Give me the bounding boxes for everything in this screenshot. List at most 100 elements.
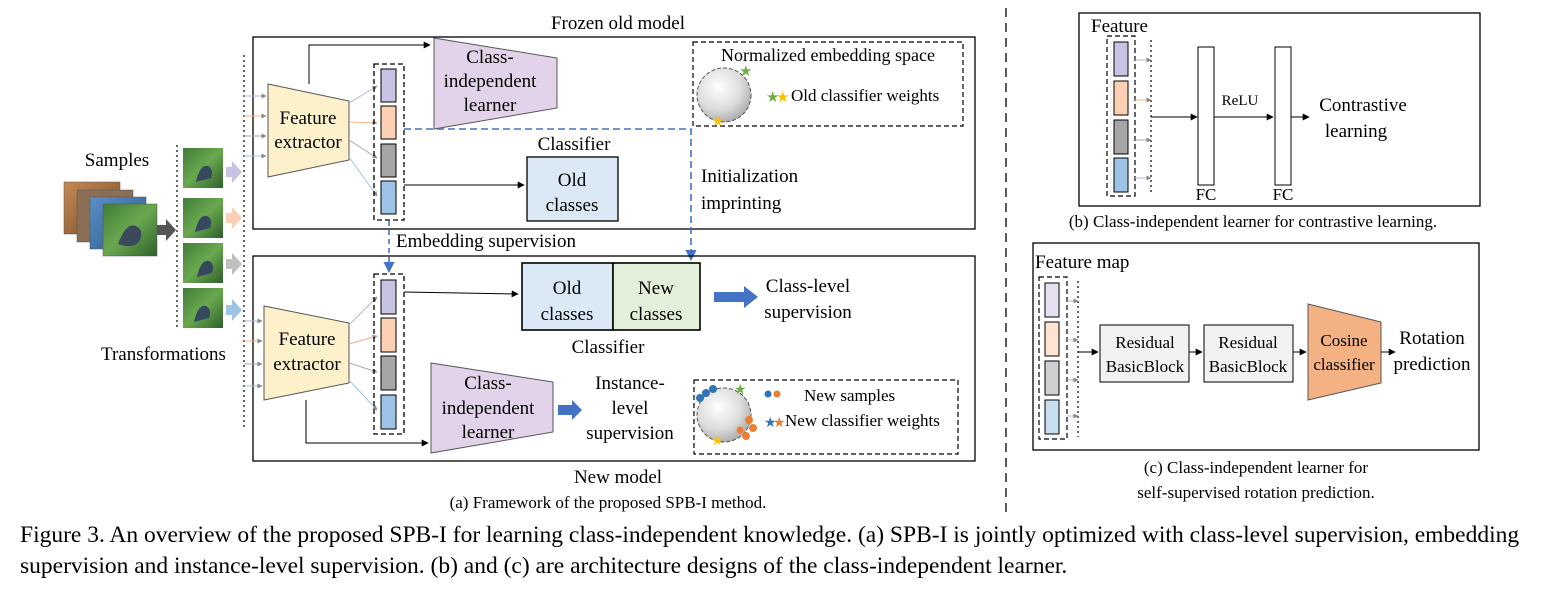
panel-c-caption-line2: self-supervised rotation prediction. bbox=[1137, 483, 1374, 502]
figure-caption: Figure 3. An overview of the proposed SP… bbox=[20, 522, 1520, 579]
transform-colored-arrows bbox=[226, 161, 242, 321]
class-level-line1: Class-level bbox=[766, 276, 850, 297]
old-feature-vector bbox=[373, 63, 405, 221]
legend-blue-star-icon: ★ bbox=[764, 416, 777, 431]
old-learner-line3: learner bbox=[464, 95, 517, 116]
panel-c-block2-line2: BasicBlock bbox=[1209, 357, 1288, 376]
panel-b-output-line2: learning bbox=[1325, 121, 1388, 142]
new-classes-line1: New bbox=[638, 278, 674, 299]
panel-c-block1-line2: BasicBlock bbox=[1106, 357, 1185, 376]
panel-b-feature-vector bbox=[1106, 35, 1152, 197]
new-old-classes-line2: classes bbox=[541, 304, 594, 325]
panel-b-relu-label: ReLU bbox=[1222, 93, 1259, 109]
panel-c-output-line2: prediction bbox=[1393, 354, 1471, 375]
old-fe-line2: extractor bbox=[274, 132, 342, 153]
panel-c-cosine-classifier bbox=[1307, 303, 1382, 401]
legend-orange-dot-icon bbox=[773, 390, 781, 398]
panel-b-output-line1: Contrastive bbox=[1319, 95, 1407, 116]
old-fe-to-vector bbox=[348, 85, 378, 197]
panel-c-feature-map bbox=[1038, 276, 1079, 440]
instance-line2: level bbox=[612, 398, 649, 419]
old-input-arrows bbox=[244, 93, 267, 159]
panel-a: Samples bbox=[63, 13, 976, 512]
panel-a-caption: (a) Framework of the proposed SPB-I meth… bbox=[450, 493, 767, 512]
class-level-arrow bbox=[714, 286, 758, 308]
panel-c-block1-line1: Residual bbox=[1115, 333, 1175, 352]
panel-b: Feature FC ReLU FC Contrastive learning … bbox=[1069, 12, 1481, 231]
panel-c-feature-map-label: Feature map bbox=[1035, 252, 1129, 273]
old-embedding-space-box bbox=[692, 41, 964, 127]
new-learner-line1: Class- bbox=[464, 373, 512, 394]
new-class-independent-learner bbox=[430, 362, 554, 454]
transform-arrow-gray bbox=[157, 219, 176, 241]
old-classes-box bbox=[526, 156, 619, 222]
new-yellow-star-icon: ★ bbox=[711, 434, 724, 449]
new-samples-label: New samples bbox=[804, 386, 895, 405]
new-learner-line3: learner bbox=[462, 422, 515, 443]
sample-images bbox=[63, 181, 158, 257]
old-classes-line1: Old bbox=[558, 170, 587, 191]
initialization-imprinting-arrow bbox=[404, 128, 697, 262]
new-weights-label: New classifier weights bbox=[785, 411, 940, 430]
old-class-independent-learner bbox=[433, 37, 558, 130]
transformations-label: Transformations bbox=[101, 344, 226, 365]
old-classes-line2: classes bbox=[546, 195, 599, 216]
panel-b-caption: (b) Class-independent learner for contra… bbox=[1069, 212, 1437, 231]
panel-c-caption-line1: (c) Class-independent learner for bbox=[1144, 458, 1369, 477]
embedding-supervision-label: Embedding supervision bbox=[396, 231, 576, 252]
panel-b-fc1-label: FC bbox=[1196, 185, 1217, 204]
old-green-star-icon: ★ bbox=[739, 64, 752, 80]
new-classifier bbox=[521, 262, 701, 331]
old-classifier-label: Classifier bbox=[538, 134, 611, 155]
panel-b-box bbox=[1078, 12, 1481, 207]
panel-c-box bbox=[1032, 242, 1480, 451]
old-fe-to-learner bbox=[308, 41, 431, 84]
old-model-title: Frozen old model bbox=[551, 13, 685, 34]
class-level-line2: supervision bbox=[764, 302, 852, 323]
new-classes-line2: classes bbox=[630, 304, 683, 325]
new-model-title: New model bbox=[574, 467, 662, 488]
old-embedding-space-title: Normalized embedding space bbox=[721, 45, 935, 65]
new-fe-to-vector bbox=[348, 296, 378, 411]
new-feature-extractor bbox=[263, 305, 350, 401]
old-learner-line1: Class- bbox=[466, 47, 514, 68]
transformed-images bbox=[183, 148, 223, 328]
instance-line1: Instance- bbox=[595, 373, 665, 394]
panel-b-fc2-label: FC bbox=[1273, 185, 1294, 204]
old-feature-extractor bbox=[267, 83, 350, 178]
panel-c-residual-block-2 bbox=[1203, 324, 1294, 383]
old-weights-label: Old classifier weights bbox=[791, 86, 939, 105]
init-line2: imprinting bbox=[701, 193, 782, 214]
panel-c-cosine-line1: Cosine bbox=[1320, 331, 1367, 350]
old-embedding-sphere bbox=[696, 67, 752, 123]
new-learner-line2: independent bbox=[442, 398, 536, 419]
old-yellow-star-icon: ★ bbox=[711, 114, 724, 130]
legend-yellow-star-icon: ★ bbox=[776, 90, 789, 106]
new-embedding-space-box bbox=[693, 379, 959, 455]
old-model-box bbox=[252, 36, 976, 230]
new-feature-vector bbox=[373, 273, 405, 435]
new-fe-to-learner bbox=[305, 400, 429, 447]
new-input-arrows bbox=[244, 318, 263, 389]
panel-b-fc1 bbox=[1197, 46, 1215, 186]
new-sample-dots bbox=[696, 385, 757, 440]
new-old-classes-line1: Old bbox=[553, 278, 582, 299]
new-classifier-label: Classifier bbox=[572, 337, 645, 358]
panel-c-output-line1: Rotation bbox=[1399, 328, 1465, 349]
panel-c-residual-block-1 bbox=[1099, 324, 1190, 383]
init-line1: Initialization bbox=[701, 166, 799, 187]
instance-line3: supervision bbox=[586, 423, 674, 444]
panel-c: Feature map Residual BasicBlock Residual… bbox=[1032, 242, 1480, 502]
panel-b-fc2 bbox=[1274, 46, 1292, 186]
legend-orange-star-icon: ★ bbox=[773, 416, 786, 431]
old-fe-line1: Feature bbox=[280, 108, 337, 129]
new-model-box bbox=[252, 255, 976, 462]
new-green-star-icon: ★ bbox=[734, 383, 747, 398]
new-vector-to-classifier bbox=[403, 290, 519, 298]
panel-c-cosine-line2: classifier bbox=[1313, 355, 1375, 374]
new-fe-line1: Feature bbox=[279, 329, 336, 350]
samples-label: Samples bbox=[85, 150, 149, 171]
legend-green-star-icon: ★ bbox=[766, 90, 779, 106]
panel-c-block2-line1: Residual bbox=[1218, 333, 1278, 352]
legend-blue-dot-icon bbox=[764, 390, 772, 398]
